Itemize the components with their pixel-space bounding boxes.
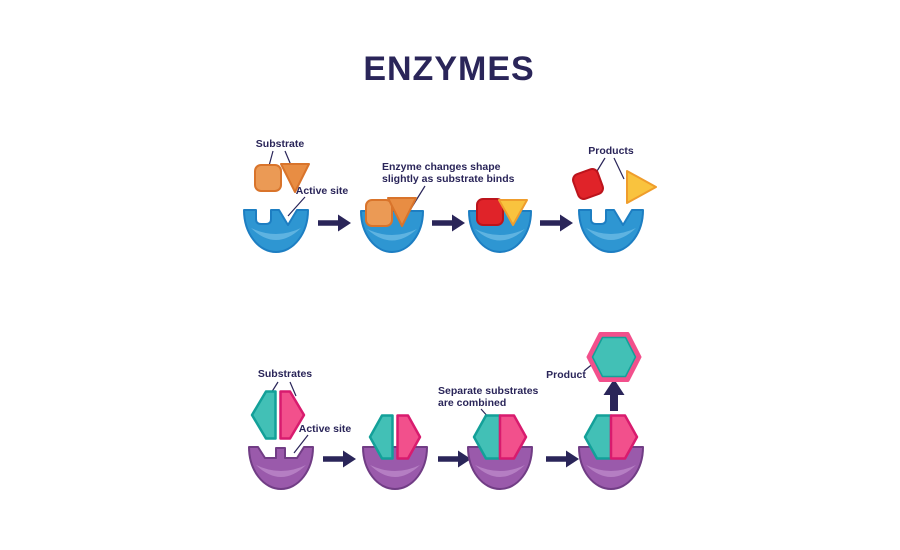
enzyme-highlight bbox=[367, 229, 417, 241]
enzyme-highlight bbox=[256, 465, 306, 477]
product-square-icon bbox=[476, 198, 504, 226]
arrow-right-icon bbox=[432, 214, 465, 232]
enzyme-highlight bbox=[370, 465, 420, 477]
products-label: Products bbox=[588, 145, 634, 157]
bottom-stage-1: Substrates Active site bbox=[248, 368, 352, 490]
arrow-right-icon bbox=[323, 450, 356, 468]
enzyme-empty-icon bbox=[578, 209, 644, 253]
arrow-right-icon bbox=[546, 450, 579, 468]
combining-note-line2: are combined bbox=[438, 397, 506, 409]
enzyme-highlight bbox=[586, 228, 636, 240]
single-substrate-process: Substrate Active site Enzyme changes sha… bbox=[243, 138, 657, 253]
top-stage-2: Enzyme changes shape slightly as substra… bbox=[360, 161, 515, 253]
substrate-square-icon bbox=[254, 164, 282, 192]
substrate-pink-half-icon bbox=[609, 414, 639, 460]
substrate-pink-half-icon bbox=[396, 414, 422, 460]
enzyme-highlight bbox=[475, 229, 525, 241]
enzyme-empty-icon bbox=[248, 446, 314, 490]
top-stage-3 bbox=[468, 198, 532, 253]
substrate-square-icon bbox=[365, 199, 393, 227]
arrow-right-icon bbox=[540, 214, 573, 232]
product-triangle-icon bbox=[626, 170, 657, 204]
combining-note-line1: Separate substrates bbox=[438, 385, 539, 397]
enzyme-highlight bbox=[475, 465, 525, 477]
pointer-line bbox=[287, 196, 306, 217]
enzyme-bound-icon bbox=[362, 446, 428, 490]
product-label: Product bbox=[546, 369, 586, 381]
enzyme-highlight bbox=[586, 465, 636, 477]
top-stage-1: Substrate Active site bbox=[243, 138, 349, 253]
combining-substrates-process: Substrates Active site Separate substrat… bbox=[248, 332, 644, 490]
enzyme-empty-icon bbox=[243, 209, 309, 253]
substrate-teal-half-icon bbox=[368, 414, 394, 460]
pointer-line bbox=[613, 157, 625, 180]
arrow-right-icon bbox=[318, 214, 351, 232]
bottom-stage-2 bbox=[362, 414, 428, 490]
substrate-teal-half-icon bbox=[250, 390, 277, 440]
product-square-icon bbox=[572, 168, 604, 200]
page-title: ENZYMES bbox=[363, 50, 534, 88]
substrate-label: Substrate bbox=[256, 138, 305, 150]
substrate-triangle-icon bbox=[387, 197, 417, 227]
bottom-stage-4: Product bbox=[546, 332, 644, 490]
product-triangle-icon bbox=[498, 199, 528, 226]
arrow-up-icon bbox=[603, 379, 625, 411]
enzyme-highlight bbox=[251, 228, 301, 240]
pointer-line bbox=[293, 434, 309, 454]
active-site-label: Active site bbox=[296, 185, 349, 197]
arrow-right-icon bbox=[438, 450, 471, 468]
product-square-released bbox=[572, 168, 604, 200]
active-site-label: Active site bbox=[299, 423, 352, 435]
substrate-pink-half-icon bbox=[279, 390, 306, 440]
binding-note-line2: slightly as substrate binds bbox=[382, 173, 515, 185]
product-hexagon-icon bbox=[591, 336, 637, 378]
substrate-triangle-icon bbox=[280, 163, 310, 193]
substrate-pink-half-icon bbox=[498, 414, 528, 460]
binding-note-line1: Enzyme changes shape bbox=[382, 161, 501, 173]
bottom-stage-3: Separate substrates are combined bbox=[438, 385, 539, 490]
pointer-line bbox=[289, 381, 297, 397]
top-stage-4: Products bbox=[572, 145, 657, 253]
substrates-label: Substrates bbox=[258, 368, 312, 380]
